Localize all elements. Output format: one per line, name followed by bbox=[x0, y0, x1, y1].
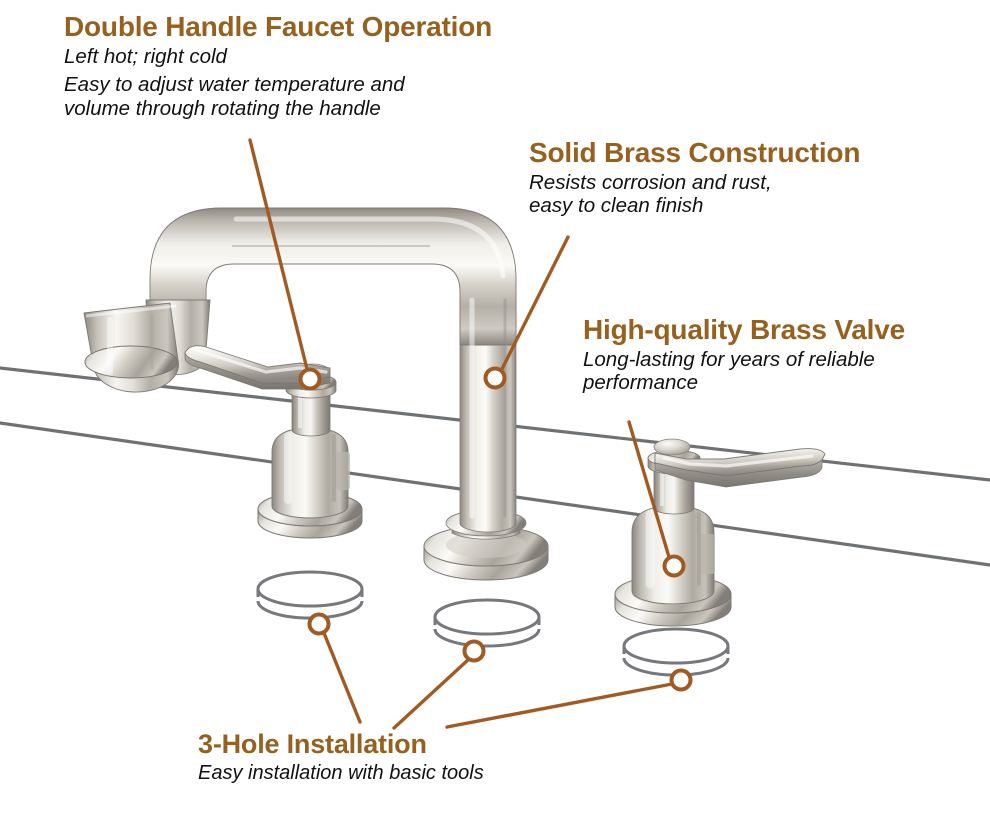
callout-double-handle: Double Handle Faucet Operation Left hot;… bbox=[64, 12, 492, 121]
spout-outlet bbox=[83, 299, 211, 393]
mounting-hole-center bbox=[433, 598, 541, 648]
faucet-right-handle bbox=[614, 438, 826, 627]
spout-arc bbox=[149, 207, 517, 346]
right-handle-cap bbox=[653, 438, 691, 456]
leader-solid-brass bbox=[499, 235, 570, 373]
annotation-markers bbox=[298, 366, 693, 692]
leader-brass-valve bbox=[627, 420, 671, 559]
annotation-leaders bbox=[248, 138, 674, 730]
callout-body-three-hole-1: Easy installation with basic tools bbox=[198, 761, 484, 784]
callout-body-brass-valve-1: Long-lasting for years of reliable perfo… bbox=[583, 347, 875, 395]
mounting-hole-right bbox=[622, 627, 730, 677]
marker-hole-center bbox=[462, 639, 486, 663]
callout-three-hole: 3-Hole Installation Easy installation wi… bbox=[198, 730, 484, 785]
leader-hole-center bbox=[392, 657, 471, 730]
marker-right-valve bbox=[662, 554, 686, 578]
marker-hole-left bbox=[307, 612, 331, 636]
faucet-left-handle bbox=[184, 345, 363, 539]
marker-left-handle bbox=[298, 367, 322, 391]
leader-double-handle bbox=[248, 138, 309, 371]
callout-heading-solid-brass: Solid Brass Construction bbox=[529, 137, 861, 168]
callout-heading-brass-valve: High-quality Brass Valve bbox=[583, 314, 905, 345]
leader-hole-right bbox=[445, 682, 674, 729]
callout-heading-double-handle: Double Handle Faucet Operation bbox=[64, 11, 493, 42]
right-handle-lever bbox=[654, 448, 826, 488]
marker-spout-body bbox=[483, 366, 507, 390]
callout-heading-three-hole: 3-Hole Installation bbox=[198, 729, 427, 759]
faucet-spout bbox=[83, 207, 549, 581]
leader-hole-left bbox=[322, 631, 362, 724]
callout-body-double-handle-2: Easy to adjust water temperature and vol… bbox=[64, 73, 405, 121]
callout-solid-brass: Solid Brass Construction Resists corrosi… bbox=[529, 138, 860, 218]
left-handle-neck bbox=[291, 391, 331, 437]
marker-hole-right bbox=[669, 668, 693, 692]
mounting-hole-left bbox=[256, 570, 364, 620]
callout-body-double-handle-1: Left hot; right cold bbox=[64, 44, 227, 68]
callout-body-solid-brass-1: Resists corrosion and rust, easy to clea… bbox=[529, 170, 772, 218]
callout-brass-valve: High-quality Brass Valve Long-lasting fo… bbox=[583, 315, 905, 395]
